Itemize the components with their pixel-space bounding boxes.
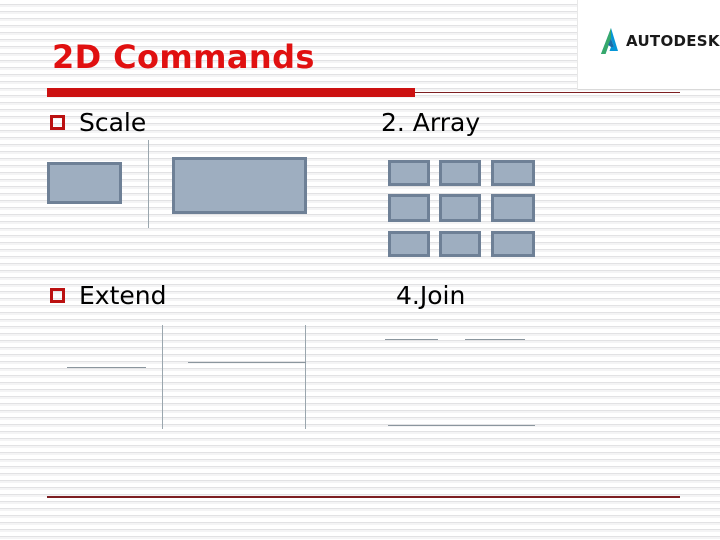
list-item-label: Scale — [79, 108, 147, 137]
array-cell-r1c3 — [491, 160, 535, 186]
array-cell-r2c2 — [439, 194, 481, 222]
extend-source-line — [67, 367, 146, 368]
list-item-extend: Extend — [50, 283, 167, 308]
autodesk-a-mark-icon — [601, 28, 618, 54]
page-title: 2D Commands — [52, 38, 315, 76]
array-cell-r2c3 — [491, 194, 535, 222]
array-cell-r1c2 — [439, 160, 481, 186]
join-segment-a — [385, 339, 438, 340]
list-item-join-label: 4.Join — [396, 281, 466, 310]
autodesk-wordmark: AUTODESK — [626, 31, 720, 50]
scale-rect-large — [172, 157, 307, 214]
list-item-scale: Scale — [50, 110, 146, 135]
join-segment-b — [465, 339, 525, 340]
square-bullet-icon — [50, 288, 65, 303]
array-cell-r3c2 — [439, 231, 481, 257]
extend-extended-line — [188, 362, 306, 363]
array-cell-r3c3 — [491, 231, 535, 257]
autodesk-logo: AUTODESK — [577, 0, 720, 90]
list-item-array-label: 2. Array — [381, 108, 481, 137]
title-accent-rule — [415, 92, 680, 93]
extend-boundary-line-left — [162, 325, 163, 429]
array-cell-r2c1 — [388, 194, 430, 222]
array-cell-r3c1 — [388, 231, 430, 257]
square-bullet-icon — [50, 115, 65, 130]
title-accent-bar — [47, 88, 415, 97]
join-result-line — [388, 425, 535, 426]
scale-rect-small — [47, 162, 122, 204]
logo-lockup: AUTODESK — [600, 28, 720, 54]
scale-divider-line — [148, 140, 149, 228]
list-item-label: Extend — [79, 281, 167, 310]
footer-rule — [47, 496, 680, 498]
array-cell-r1c1 — [388, 160, 430, 186]
extend-boundary-line-right — [305, 325, 306, 429]
